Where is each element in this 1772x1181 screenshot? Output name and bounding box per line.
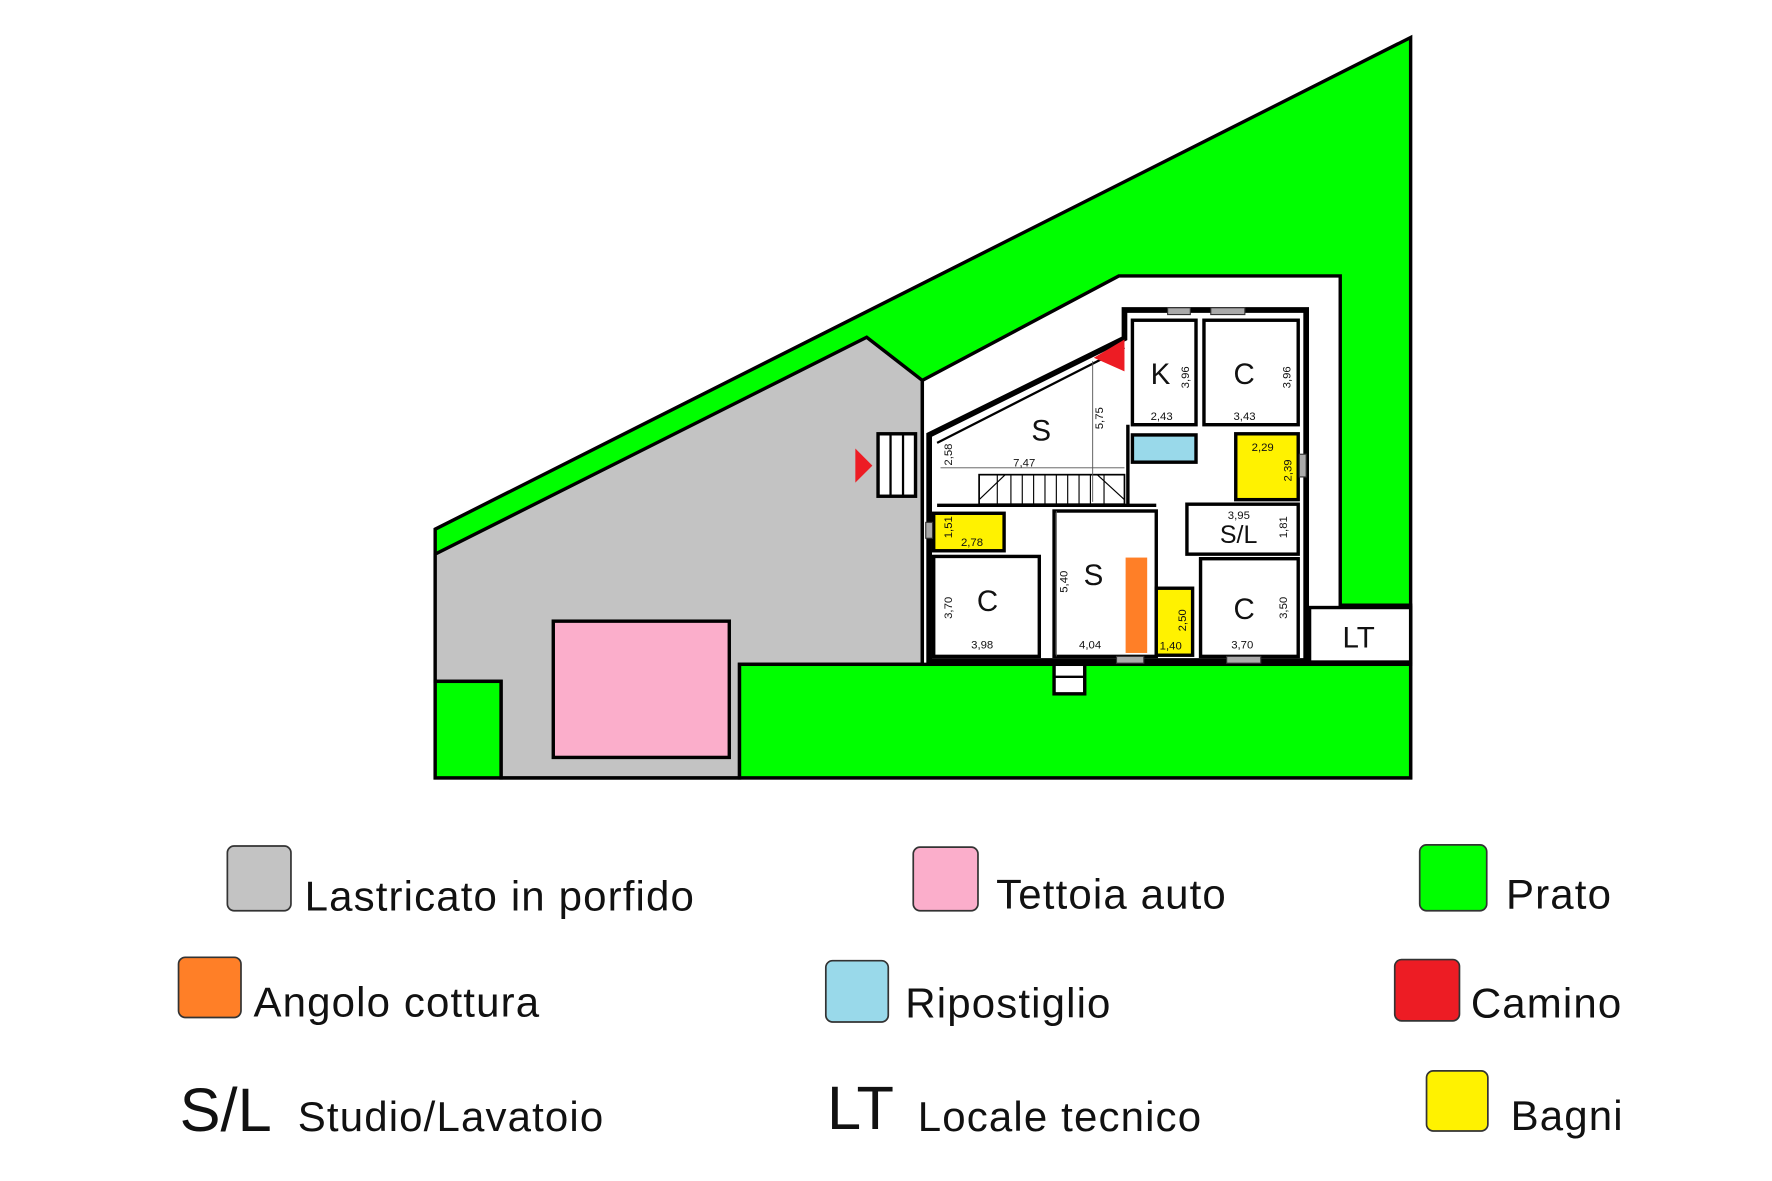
legend-swatch-carport [912,846,979,912]
legend-label-technical: Locale tecnico [918,1093,1202,1140]
studio-laundry-room [1185,502,1300,556]
dimension-label: 3,70 [1231,639,1253,651]
entry-steps-south [1052,662,1087,696]
living-bottom-room [1052,509,1158,659]
legend-swatch-storage [824,959,890,1023]
room-label: C [1233,593,1254,626]
lawn-patch-left [433,679,503,780]
bathroom-small [1154,586,1195,657]
legend-label-kitchenette: Angolo cottura [253,978,540,1025]
legend-swatch-bathroom [1425,1069,1489,1132]
dimension-label: 2,29 [1252,442,1274,454]
dimension-label: 1,81 [1278,516,1290,538]
kitchen-room [1130,318,1198,427]
technical-room-label: LT [1343,621,1375,654]
dimension-label: 3,98 [971,639,993,651]
dimension-label: 3,43 [1233,411,1255,423]
legend-label-storage: Ripostiglio [905,979,1111,1026]
legend-label-studio: Studio/Lavatoio [298,1093,605,1140]
storage-room [1130,433,1198,464]
entry-steps-west [876,432,918,498]
dimension-label: 5,40 [1059,571,1071,593]
dimension-label: 2,39 [1282,459,1294,481]
stair-treads [978,474,1125,505]
legend-abbr-studio: S/L [180,1075,272,1144]
legend-swatch-kitchenette [177,956,242,1019]
dimension-label: 2,58 [943,443,955,465]
room-label: S/L [1220,521,1258,549]
room-labels: S K C S/L C S C [977,358,1258,626]
dimension-label: 4,04 [1079,639,1101,651]
legend-swatch-paving [226,845,292,912]
room-label: K [1151,358,1171,391]
dimension-label: 3,96 [1180,366,1192,388]
room-label: C [977,585,998,618]
fireplace-marker-entrance [855,448,873,483]
dimension-label: 3,70 [943,597,955,619]
dimension-label: 1,51 [943,516,955,538]
legend-label-fireplace: Camino [1471,979,1623,1026]
carport-area [551,619,731,760]
bathroom-right [1234,432,1300,502]
bedroom-top-room [1202,318,1300,427]
bathroom-left [931,511,1006,553]
fireplace-marker [1093,339,1125,372]
dimension-label: 7,47 [1013,458,1035,470]
room-label: S [1031,415,1051,448]
legend-label-lawn: Prato [1506,870,1612,917]
technical-room [1307,605,1413,664]
house [876,307,1310,696]
legend-abbr-technical: LT [827,1073,894,1142]
legend-label-paving: Lastricato in porfido [305,873,695,920]
room-label: C [1233,358,1254,391]
dimension-label: 3,50 [1278,597,1290,619]
dimension-label: 2,43 [1151,411,1173,423]
staircase [978,473,1126,506]
dimension-label: 1,40 [1160,641,1182,653]
legend: Lastricato in porfido Tettoia auto Prato… [177,844,1624,1144]
legend-swatch-fireplace [1393,958,1461,1022]
legend-swatch-lawn [1418,844,1488,912]
dimension-labels: 2,58 7,47 5,75 3,96 2,43 3,96 3,43 2,29 … [943,366,1295,652]
legend-label-bathroom: Bagni [1511,1092,1624,1139]
dimension-label: 5,75 [1094,407,1106,429]
bedroom-left-room [931,554,1042,659]
legend-label-carport: Tettoia auto [996,870,1227,917]
dimension-label: 2,50 [1177,609,1189,631]
dimension-label: 2,78 [961,537,983,549]
dimension-label: 3,95 [1228,510,1250,522]
room-label: S [1084,559,1104,592]
kitchenette-counter [1125,557,1148,653]
dimension-label: 3,96 [1281,366,1293,388]
